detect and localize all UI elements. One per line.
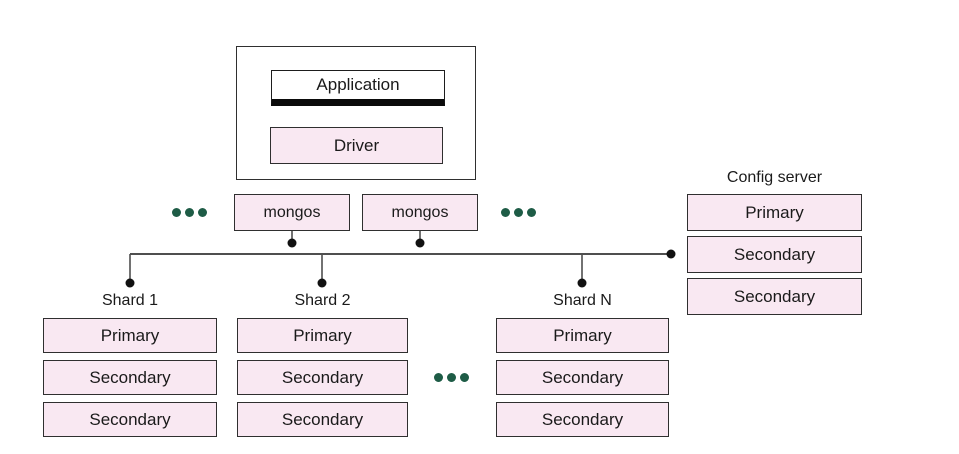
shard-1-group: Shard 1 Primary Secondary Secondary xyxy=(43,291,217,444)
shard-n-secondary-node: Secondary xyxy=(496,402,669,437)
mongos-label: mongos xyxy=(263,203,321,221)
ellipsis-dot xyxy=(447,373,456,382)
ellipsis-dot xyxy=(198,208,207,217)
config-server-label: Config server xyxy=(726,169,823,186)
more-mongos-right-ellipsis-icon xyxy=(501,208,536,217)
ellipsis-dot xyxy=(460,373,469,382)
ellipsis-dot xyxy=(514,208,523,217)
more-mongos-left-ellipsis-icon xyxy=(172,208,207,217)
mongos-node-2: mongos xyxy=(362,194,478,231)
ellipsis-dot xyxy=(434,373,443,382)
shard-1-secondary-node: Secondary xyxy=(43,402,217,437)
config-server-secondary-node: Secondary xyxy=(687,236,862,273)
shard-2-group: Shard 2 Primary Secondary Secondary xyxy=(237,291,408,444)
driver-label: Driver xyxy=(333,135,380,155)
application-node: Application xyxy=(271,70,445,106)
shard-1-primary-node: Primary xyxy=(43,318,217,353)
mongos-node-1: mongos xyxy=(234,194,350,231)
mongos-label: mongos xyxy=(391,203,449,221)
shard-n-group: Shard N Primary Secondary Secondary xyxy=(496,291,669,444)
driver-node: Driver xyxy=(270,127,443,164)
config-server-primary-node: Primary xyxy=(687,194,862,231)
config-server-group: Config server Primary Secondary Secondar… xyxy=(687,168,862,320)
ellipsis-dot xyxy=(501,208,510,217)
shard-1-label: Shard 1 xyxy=(101,292,159,309)
shard-2-primary-node: Primary xyxy=(237,318,408,353)
ellipsis-dot xyxy=(527,208,536,217)
ellipsis-dot xyxy=(185,208,194,217)
shard-2-label: Shard 2 xyxy=(294,292,351,309)
shard-n-label: Shard N xyxy=(553,292,612,309)
config-server-secondary-node: Secondary xyxy=(687,278,862,315)
shard-n-secondary-node: Secondary xyxy=(496,360,669,395)
application-label: Application xyxy=(316,75,400,94)
shard-n-primary-node: Primary xyxy=(496,318,669,353)
shard-1-secondary-node: Secondary xyxy=(43,360,217,395)
shard-2-secondary-node: Secondary xyxy=(237,360,408,395)
shard-2-secondary-node: Secondary xyxy=(237,402,408,437)
more-shards-ellipsis-icon xyxy=(434,373,469,382)
ellipsis-dot xyxy=(172,208,181,217)
